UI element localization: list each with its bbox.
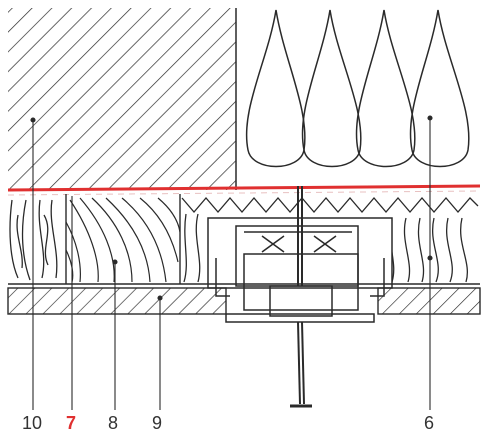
red-membrane xyxy=(7,184,481,196)
recessed-light-housing xyxy=(207,186,393,323)
ceiling-board xyxy=(7,283,481,315)
callout-6: 6 xyxy=(424,413,435,433)
callout-8: 8 xyxy=(108,413,119,433)
callout-7: 7 xyxy=(66,413,77,433)
timber-hatch xyxy=(8,8,236,190)
upper-insulation xyxy=(245,9,470,168)
hanger-rod xyxy=(290,321,312,408)
leader-lines xyxy=(30,115,433,410)
callout-9: 9 xyxy=(152,413,163,433)
middle-insulation-left xyxy=(9,199,58,281)
timber-beam xyxy=(66,196,180,283)
callout-10: 10 xyxy=(22,413,43,433)
